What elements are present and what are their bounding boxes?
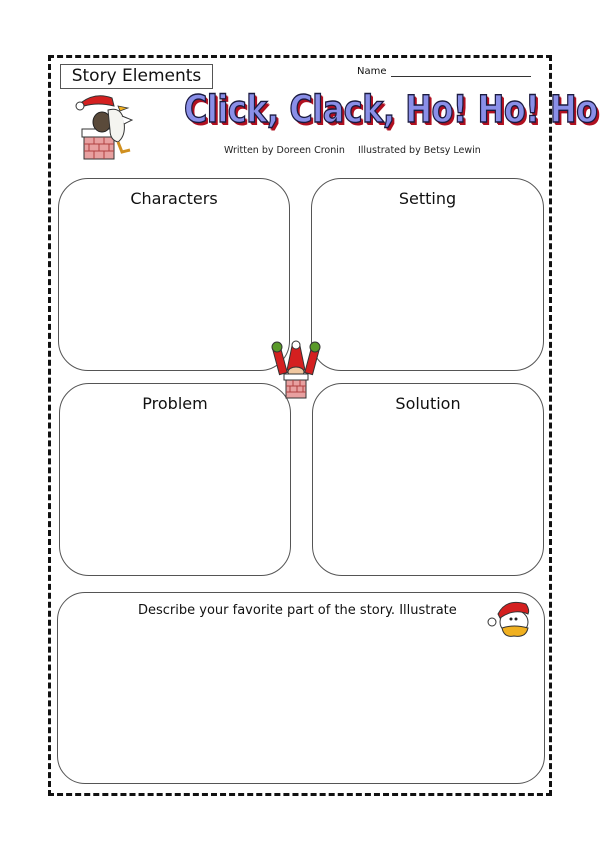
problem-heading: Problem: [142, 394, 208, 413]
santa-in-chimney-icon: [271, 340, 321, 399]
worksheet-label: Story Elements: [60, 64, 213, 89]
author-credit: Written by Doreen Cronin: [224, 145, 345, 156]
name-label: Name: [357, 66, 387, 77]
characters-box[interactable]: Characters: [58, 178, 290, 371]
book-title: Click, Clack, Ho! Ho! Ho!: [183, 87, 600, 131]
name-blank-line[interactable]: [390, 66, 531, 77]
dashed-page-border: [48, 55, 552, 796]
setting-box[interactable]: Setting: [311, 178, 544, 371]
name-field[interactable]: Name: [357, 66, 531, 77]
solution-box[interactable]: Solution: [312, 383, 544, 576]
characters-heading: Characters: [130, 189, 218, 208]
solution-heading: Solution: [395, 394, 461, 413]
favorite-part-box[interactable]: Describe your favorite part of the story…: [57, 592, 545, 784]
illustrator-credit: Illustrated by Betsy Lewin: [357, 145, 481, 156]
favorite-part-prompt: Describe your favorite part of the story…: [138, 603, 457, 618]
duck-santa-hat-icon: [487, 601, 530, 637]
duck-santa-on-chimney-icon: [75, 95, 134, 160]
setting-heading: Setting: [398, 189, 457, 208]
problem-box[interactable]: Problem: [59, 383, 291, 576]
byline: Written by Doreen Cronin Illustrated by …: [224, 145, 481, 156]
